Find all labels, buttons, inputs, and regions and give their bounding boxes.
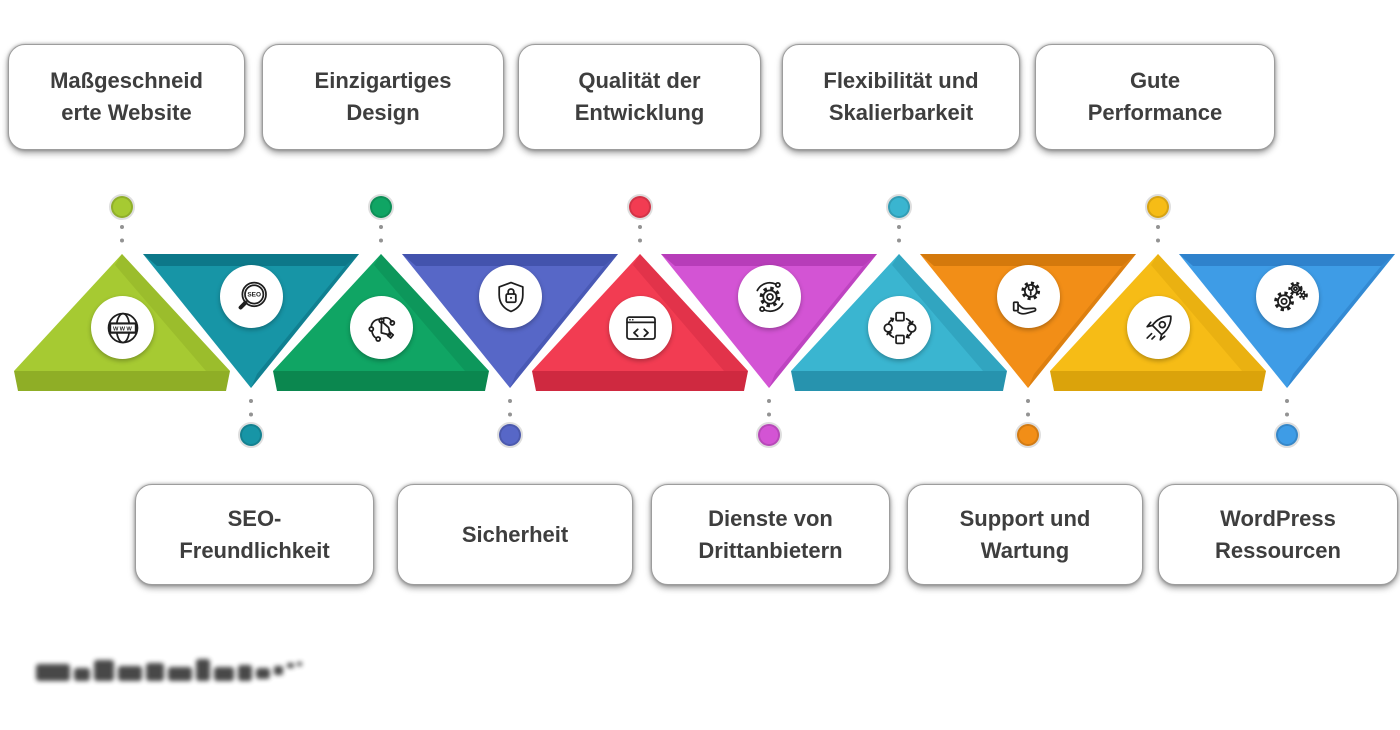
label-card-masgeschneiderte-website: Maßgeschneid erte Website xyxy=(8,44,245,150)
globe-www-icon: WWW xyxy=(91,296,154,359)
card-label-line: Performance xyxy=(1087,100,1223,125)
timeline-dot xyxy=(1274,422,1300,448)
card-label-line: Maßgeschneid xyxy=(50,68,203,94)
card-label-line: SEO- xyxy=(227,505,282,531)
card-label-line: Sicherheit xyxy=(461,521,569,547)
card-label-line: Entwicklung xyxy=(574,100,705,125)
pen-tool-icon xyxy=(350,296,413,359)
card-label-line: Design xyxy=(346,100,420,125)
label-card-flexibilitaet-und-skalierbarkeit: Flexibilität und Skalierbarkeit xyxy=(782,44,1020,150)
card-label-line: erte Website xyxy=(61,100,192,125)
card-label-line: Einzigartiges xyxy=(314,68,452,94)
timeline-dot xyxy=(886,194,912,220)
timeline-dot xyxy=(497,422,523,448)
svg-text:SEO: SEO xyxy=(247,291,261,298)
card-label-line: Drittanbietern xyxy=(698,537,843,563)
card-label-line: Qualität der xyxy=(578,68,701,94)
timeline-dot xyxy=(756,422,782,448)
label-card-support-und-wartung: Support und Wartung xyxy=(907,484,1143,585)
label-card-sicherheit: Sicherheit xyxy=(397,484,633,585)
card-label-line: Freundlichkeit xyxy=(179,537,330,563)
seo-magnifier-icon: SEO xyxy=(220,265,283,328)
label-card-gute-performance: Gute Performance xyxy=(1035,44,1275,150)
card-label-line: Wartung xyxy=(980,537,1070,563)
card-label-line: Ressourcen xyxy=(1215,537,1341,563)
timeline-dot xyxy=(1015,422,1041,448)
timeline-dot xyxy=(368,194,394,220)
timeline-dot xyxy=(238,422,264,448)
workflow-icon xyxy=(868,296,931,359)
label-card-einzigartiges-design: Einzigartiges Design xyxy=(262,44,504,150)
card-label-line: Support und xyxy=(959,505,1091,531)
rocket-icon xyxy=(1127,296,1190,359)
shield-lock-icon xyxy=(479,265,542,328)
blurred-wordmark-logo xyxy=(36,650,308,699)
card-label-line: Dienste von xyxy=(708,505,833,531)
svg-text:WWW: WWW xyxy=(112,326,132,332)
timeline-dot xyxy=(109,194,135,220)
card-label-line: Skalierbarkeit xyxy=(828,100,974,125)
label-card-qualitaet-der-entwicklung: Qualität der Entwicklung xyxy=(518,44,761,150)
timeline-dot xyxy=(1145,194,1171,220)
process-gear-icon xyxy=(738,265,801,328)
card-label-line: WordPress xyxy=(1220,505,1336,531)
label-card-dienste-von-drittanbietern: Dienste von Drittanbietern xyxy=(651,484,890,585)
hand-gear-icon xyxy=(997,265,1060,328)
code-window-icon xyxy=(609,296,672,359)
label-card-wordpress-ressourcen: WordPress Ressourcen xyxy=(1158,484,1398,585)
card-label-line: Flexibilität und xyxy=(823,68,979,94)
timeline-dot xyxy=(627,194,653,220)
gears-icon xyxy=(1256,265,1319,328)
label-card-seo-freundlichkeit: SEO- Freundlichkeit xyxy=(135,484,374,585)
card-label-line: Gute xyxy=(1129,68,1181,94)
